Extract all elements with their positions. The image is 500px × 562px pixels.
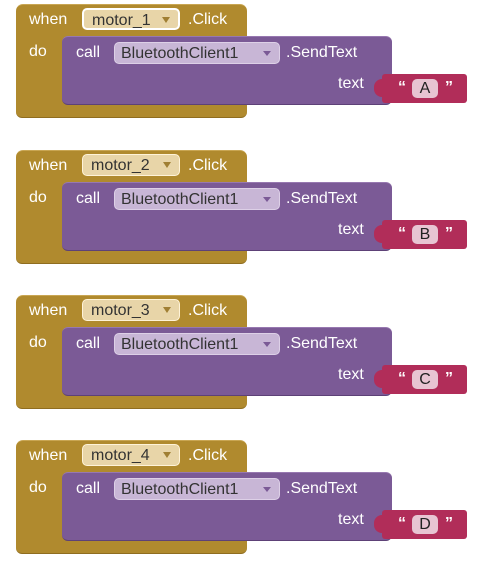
when-label: when — [29, 11, 68, 28]
method-name: .SendText — [286, 480, 358, 497]
text-value-field[interactable]: D — [412, 515, 438, 534]
text-param-label: text — [338, 221, 364, 238]
event-name: .Click — [188, 157, 228, 174]
close-quote: ” — [445, 515, 453, 532]
plug-connector — [374, 370, 386, 388]
component-dropdown[interactable]: motor_1 — [82, 8, 180, 30]
chevron-down-icon — [163, 452, 171, 458]
method-name: .SendText — [286, 44, 358, 61]
call-label: call — [76, 335, 101, 352]
plug-connector — [374, 79, 386, 97]
event-name: .Click — [188, 302, 228, 319]
chevron-down-icon — [162, 17, 170, 23]
do-label: do — [29, 43, 47, 60]
event-block-motor-2[interactable]: when motor_2 .Click do call BluetoothCli… — [16, 150, 476, 265]
component-name: motor_4 — [91, 447, 150, 464]
do-label: do — [29, 479, 47, 496]
event-block-motor-4[interactable]: when motor_4 .Click do call BluetoothCli… — [16, 440, 476, 555]
when-label: when — [29, 302, 68, 319]
call-sendtext-block[interactable]: call BluetoothClient1 .SendText text — [62, 327, 392, 396]
plug-connector — [374, 515, 386, 533]
chevron-down-icon — [163, 162, 171, 168]
text-param-label: text — [338, 511, 364, 528]
client-dropdown[interactable]: BluetoothClient1 — [114, 42, 280, 64]
chevron-down-icon — [263, 342, 271, 347]
client-dropdown[interactable]: BluetoothClient1 — [114, 188, 280, 210]
text-param-label: text — [338, 366, 364, 383]
component-name: motor_2 — [91, 157, 150, 174]
text-string-block[interactable]: “ A ” — [374, 74, 467, 103]
text-value-field[interactable]: C — [412, 370, 438, 389]
close-quote: ” — [445, 79, 453, 96]
text-string-block[interactable]: “ D ” — [374, 510, 467, 539]
client-name: BluetoothClient1 — [121, 481, 239, 498]
component-dropdown[interactable]: motor_2 — [82, 154, 180, 176]
call-label: call — [76, 44, 101, 61]
close-quote: ” — [445, 370, 453, 387]
client-name: BluetoothClient1 — [121, 45, 239, 62]
client-dropdown[interactable]: BluetoothClient1 — [114, 478, 280, 500]
chevron-down-icon — [263, 487, 271, 492]
call-sendtext-block[interactable]: call BluetoothClient1 .SendText text — [62, 472, 392, 541]
close-quote: ” — [445, 225, 453, 242]
open-quote: “ — [398, 225, 406, 242]
plug-connector — [374, 225, 386, 243]
open-quote: “ — [398, 370, 406, 387]
call-label: call — [76, 480, 101, 497]
do-label: do — [29, 334, 47, 351]
open-quote: “ — [398, 515, 406, 532]
event-block-motor-3[interactable]: when motor_3 .Click do call BluetoothCli… — [16, 295, 476, 410]
event-block-motor-1[interactable]: when motor_1 .Click do call BluetoothCli… — [16, 4, 476, 119]
event-name: .Click — [188, 447, 228, 464]
text-value-field[interactable]: B — [412, 225, 438, 244]
method-name: .SendText — [286, 335, 358, 352]
component-name: motor_1 — [92, 12, 151, 29]
when-label: when — [29, 447, 68, 464]
component-dropdown[interactable]: motor_4 — [82, 444, 180, 466]
open-quote: “ — [398, 79, 406, 96]
method-name: .SendText — [286, 190, 358, 207]
when-label: when — [29, 157, 68, 174]
event-name: .Click — [188, 11, 228, 28]
text-string-block[interactable]: “ C ” — [374, 365, 467, 394]
call-sendtext-block[interactable]: call BluetoothClient1 .SendText text — [62, 182, 392, 251]
call-sendtext-block[interactable]: call BluetoothClient1 .SendText text — [62, 36, 392, 105]
call-label: call — [76, 190, 101, 207]
text-string-block[interactable]: “ B ” — [374, 220, 467, 249]
client-name: BluetoothClient1 — [121, 191, 239, 208]
do-label: do — [29, 189, 47, 206]
chevron-down-icon — [263, 51, 271, 56]
chevron-down-icon — [163, 307, 171, 313]
text-param-label: text — [338, 75, 364, 92]
client-dropdown[interactable]: BluetoothClient1 — [114, 333, 280, 355]
text-value-field[interactable]: A — [412, 79, 438, 98]
client-name: BluetoothClient1 — [121, 336, 239, 353]
chevron-down-icon — [263, 197, 271, 202]
component-dropdown[interactable]: motor_3 — [82, 299, 180, 321]
component-name: motor_3 — [91, 302, 150, 319]
